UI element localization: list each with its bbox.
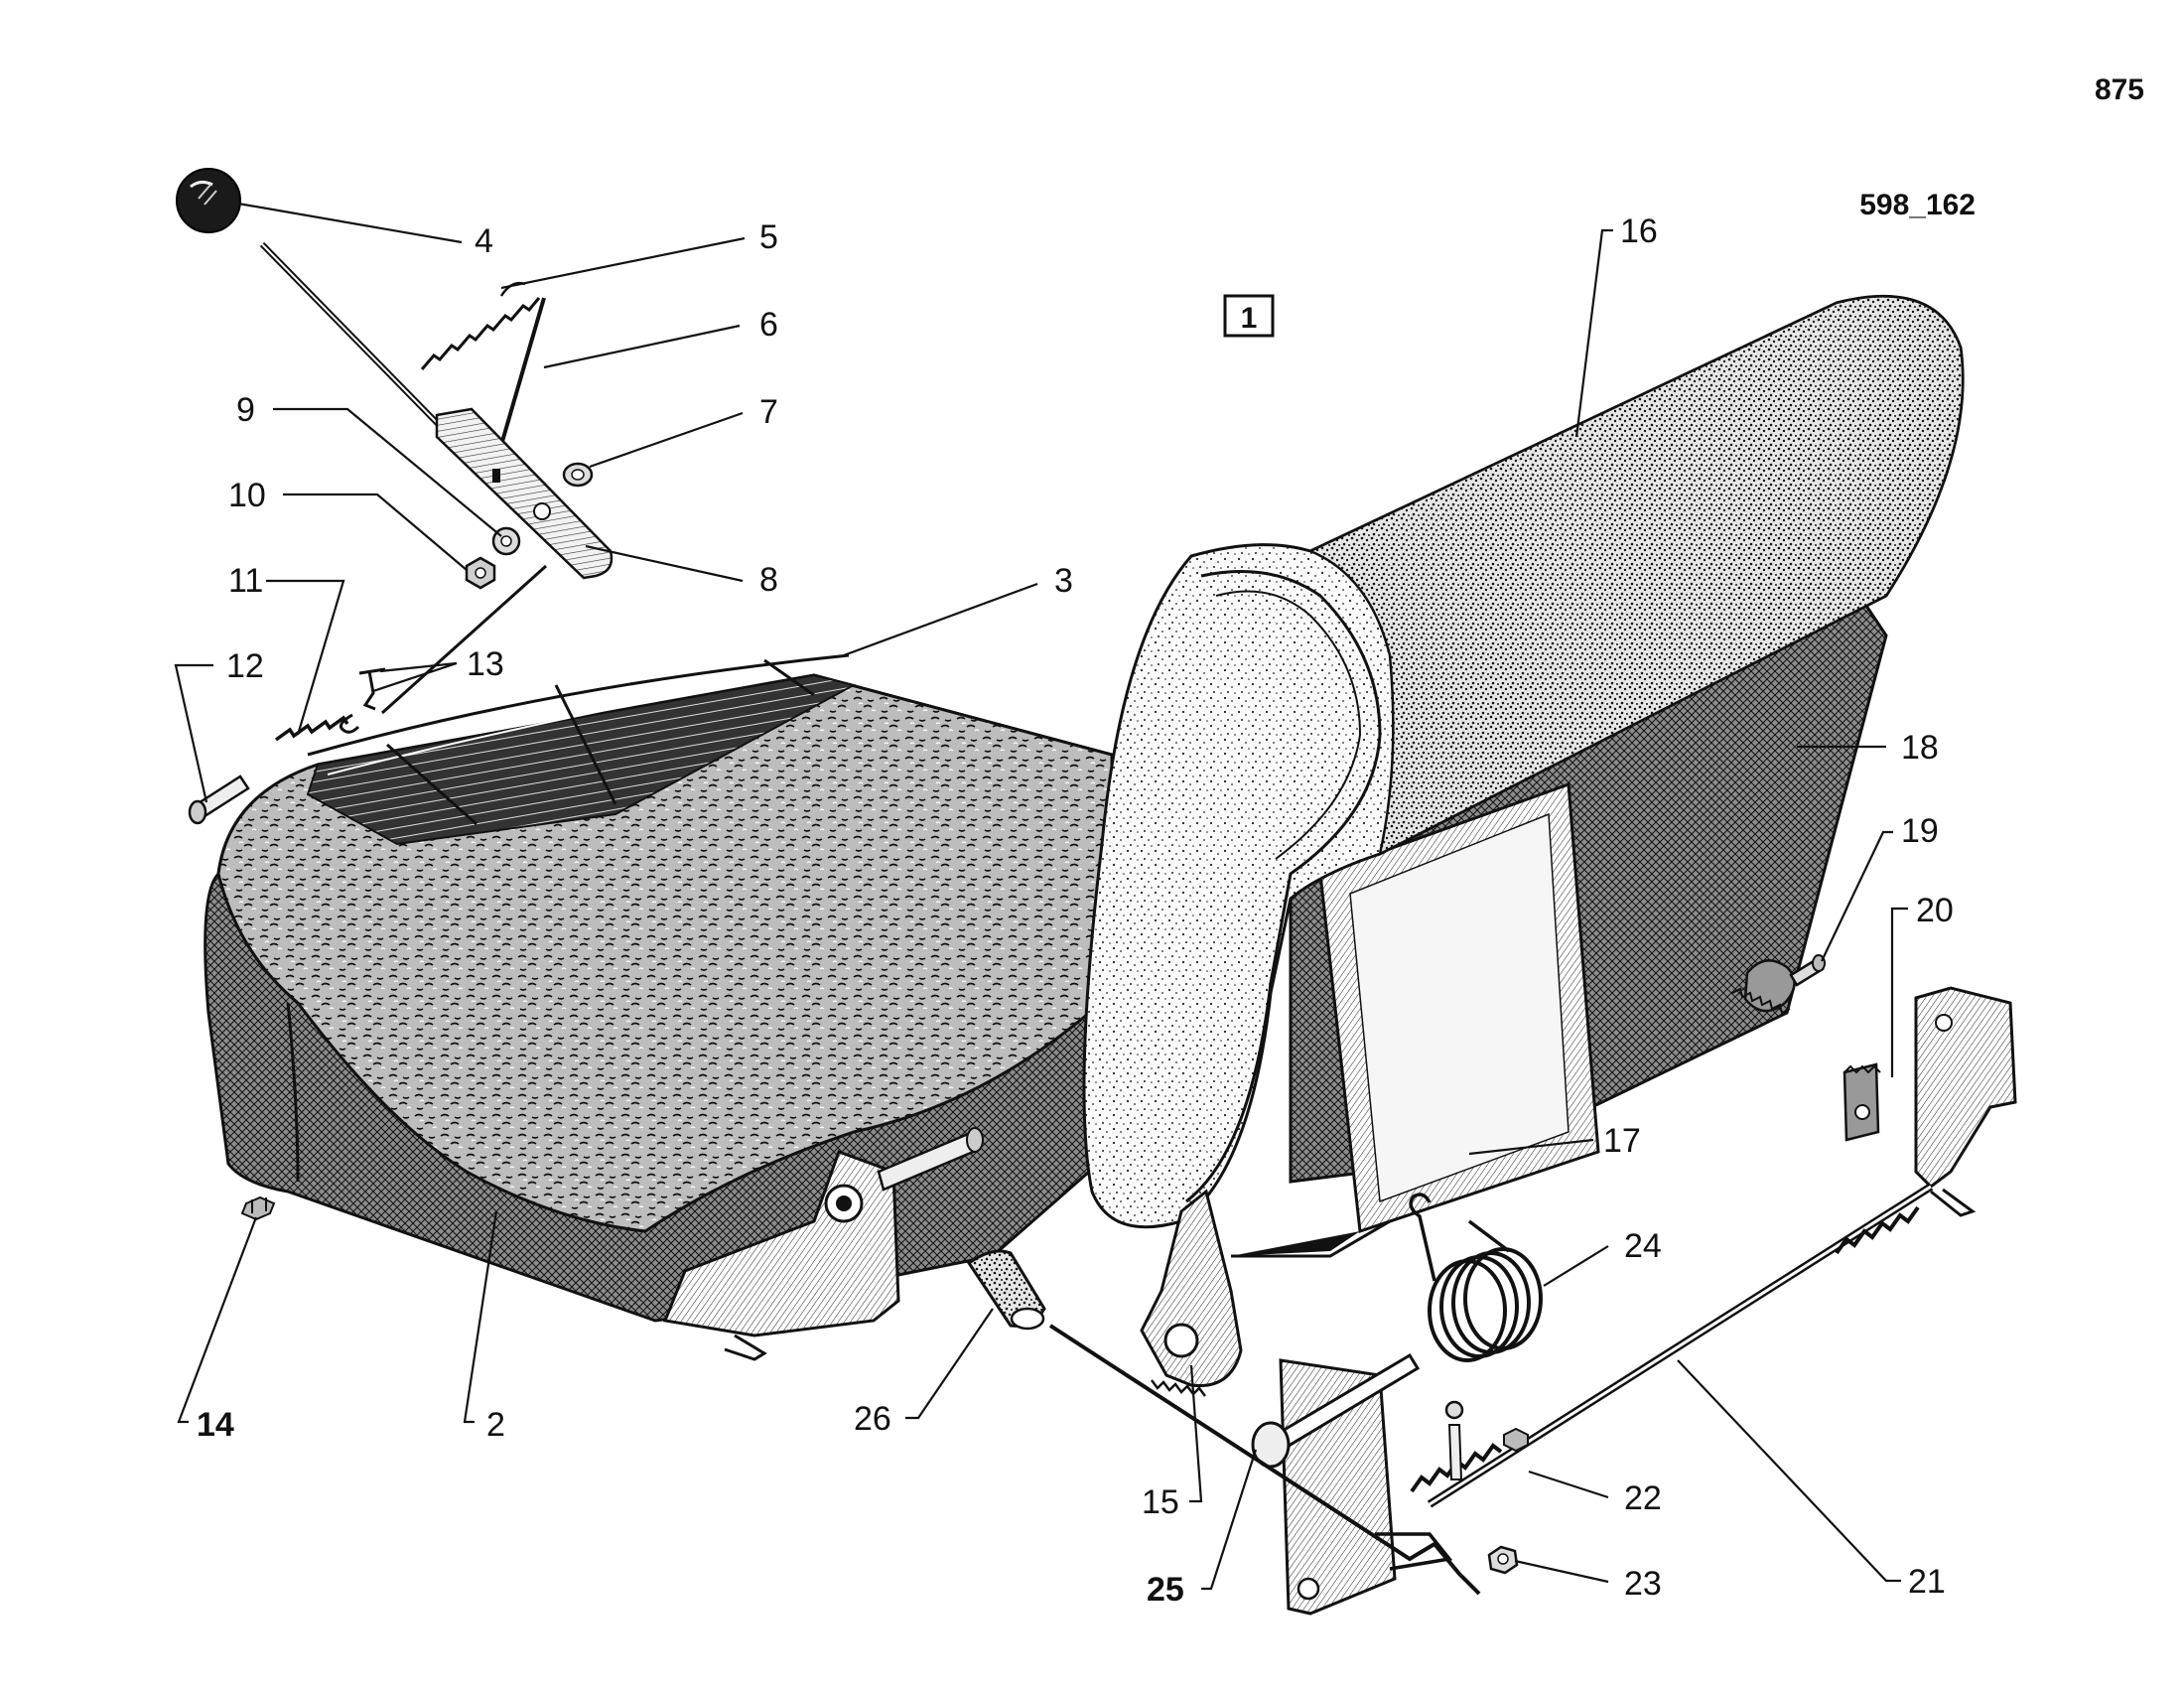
leader-7: [589, 411, 744, 469]
page-number: 875: [2095, 73, 2144, 106]
leader-19: [1821, 830, 1893, 962]
callout-11: 11: [228, 562, 263, 600]
part-22-pin: [1444, 1400, 1529, 1480]
callout-22: 22: [1624, 1479, 1662, 1517]
part-12-pin: [188, 774, 250, 825]
leader-2: [463, 1210, 498, 1424]
part-24-spring: [1409, 1193, 1543, 1362]
callout-5: 5: [759, 218, 778, 256]
leader-8: [585, 544, 744, 583]
callout-9: 9: [236, 391, 255, 429]
part-16-back-cushion: [1082, 295, 1965, 1229]
part-14-clip: [240, 1196, 276, 1221]
seat-hinge-bracket: [662, 1127, 984, 1361]
part-lever-rod: [259, 241, 452, 438]
callout-21: 21: [1908, 1563, 1946, 1601]
leader-13: [372, 661, 458, 693]
callout-16: 16: [1620, 212, 1658, 250]
callout-4: 4: [475, 222, 493, 260]
part-25-plate-and-bolt: [1048, 1324, 1481, 1616]
leader-4: [237, 202, 463, 244]
part-17-back-frame: [1231, 781, 1600, 1258]
part-8-lever-plate: [435, 407, 614, 580]
callout-25: 25: [1147, 1571, 1184, 1609]
part-4-knob: [176, 168, 241, 233]
leader-16: [1574, 228, 1613, 438]
leader-10: [283, 492, 468, 571]
leader-12: [174, 663, 213, 803]
leader-25: [1201, 1449, 1258, 1591]
callout-15: 15: [1142, 1483, 1179, 1521]
callout-12: 12: [226, 647, 264, 685]
leader-15: [1189, 1364, 1203, 1503]
part-11-spring: [274, 715, 349, 742]
part-7-nut: [562, 462, 594, 488]
part-21-rod: [1410, 1183, 1934, 1508]
part-5-spring: [420, 282, 541, 370]
part-26-plug: [966, 1249, 1046, 1331]
leader-26: [905, 1308, 994, 1420]
part-15-hinge: [1140, 1189, 1243, 1397]
part-10-nut: [465, 556, 496, 590]
part-6-cable: [499, 297, 546, 446]
callout-7: 7: [759, 393, 778, 431]
leader-lines: [174, 202, 1908, 1591]
callout-24: 24: [1624, 1227, 1662, 1265]
part-20-block: [1843, 1062, 1881, 1142]
figure-code: 598_162: [1859, 189, 1976, 221]
view-marker-label: 1: [1241, 302, 1258, 335]
callout-26: 26: [854, 1400, 891, 1438]
leader-3: [843, 582, 1038, 657]
leader-17: [1468, 1138, 1594, 1156]
callout-17: 17: [1603, 1122, 1641, 1160]
back-recliner-gear: [1731, 959, 1796, 1015]
callout-13: 13: [467, 645, 504, 683]
callout-2: 2: [486, 1406, 505, 1444]
leader-21: [1677, 1359, 1901, 1583]
callout-14: 14: [197, 1406, 234, 1444]
callout-20: 20: [1916, 892, 1954, 929]
callout-8: 8: [759, 561, 778, 599]
leader-14: [177, 1216, 258, 1424]
callout-23: 23: [1624, 1565, 1662, 1603]
leader-9: [273, 407, 502, 537]
callout-10: 10: [228, 477, 266, 514]
callout-18: 18: [1901, 729, 1939, 767]
leader-20: [1890, 907, 1908, 1077]
leader-22: [1528, 1470, 1609, 1499]
part-bracket-right: [1914, 986, 2017, 1217]
callout-3: 3: [1054, 562, 1073, 600]
callout-19: 19: [1901, 812, 1939, 850]
leader-5: [500, 236, 746, 290]
part-23-nut: [1487, 1545, 1519, 1575]
leader-24: [1543, 1245, 1609, 1287]
part-cable-lower: [380, 564, 548, 715]
view-marker: 1: [1223, 294, 1275, 338]
leader-23: [1514, 1559, 1609, 1584]
leader-6: [543, 324, 741, 369]
part-3-seat-springs: [306, 653, 857, 846]
leader-11: [266, 579, 345, 736]
callout-labels: 2 3 4 5 6 7 8 9 10 11 12 13 14 15 16 17 …: [197, 212, 1954, 1609]
callout-6: 6: [759, 306, 778, 344]
